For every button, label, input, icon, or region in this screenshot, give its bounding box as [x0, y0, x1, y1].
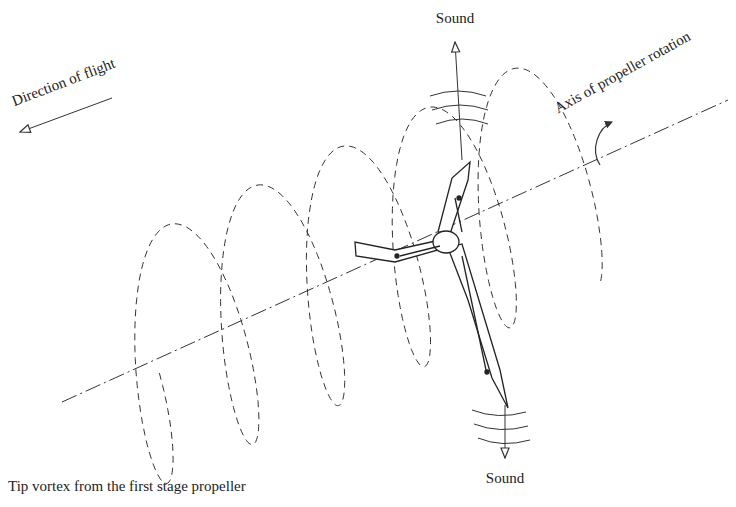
- rotation-axis: [62, 100, 728, 402]
- flight-arrow: [20, 98, 112, 132]
- tip-vortex: [135, 68, 602, 483]
- sound-label: Sound: [486, 470, 524, 487]
- vortex-line: [135, 68, 602, 483]
- sound-label: Sound: [436, 10, 474, 27]
- propeller: [355, 162, 508, 408]
- sound-waves: [430, 91, 488, 124]
- figure-caption: Tip vortex from the first stage propelle…: [8, 478, 246, 495]
- flight-label: Direction of flight: [10, 55, 118, 110]
- rotation-arrow: [596, 122, 612, 165]
- sound-arrow: [455, 42, 462, 160]
- sound-waves: [472, 410, 530, 444]
- sound-arrow: [505, 405, 506, 458]
- axis-label: Axis of propeller rotation: [551, 28, 693, 117]
